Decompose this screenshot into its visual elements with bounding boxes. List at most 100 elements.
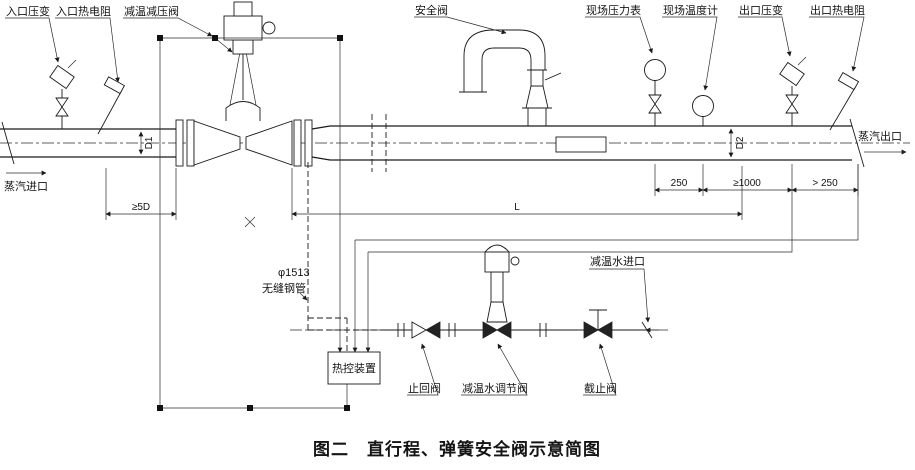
figure-caption: 图二 直行程、弹簧安全阀示意简图: [313, 439, 601, 459]
rtd-head: [103, 76, 126, 95]
inlet-rtd-symbol: [97, 76, 126, 135]
water-line: [290, 162, 668, 352]
gauge-valve: [648, 94, 662, 105]
leader-water-inlet: [589, 268, 651, 323]
leader-gauge: [585, 16, 653, 54]
check-valve-label: 止回阀: [408, 381, 441, 395]
gauge-label: 现场压力表: [586, 3, 641, 17]
signal-bus-left: [159, 37, 347, 409]
root-valve: [785, 94, 799, 105]
outlet-rtd-symbol: [829, 72, 860, 131]
leader-regulating-valve: [461, 343, 528, 396]
exhaust-elbow-inner: [481, 47, 532, 92]
inlet-flange: [186, 119, 195, 167]
regulating-valve-label: 减温水调节阀: [462, 381, 528, 395]
upstream-pipe: [0, 128, 176, 158]
outlet-rtd-label: 出口热电阻: [810, 3, 865, 17]
leader-outlet-rtd: [809, 16, 865, 72]
safety-valve-riser: [522, 107, 552, 126]
inlet-flange: [175, 119, 184, 167]
main-pipe: [0, 114, 910, 172]
steam-inlet-label: 蒸汽进口: [4, 179, 48, 193]
control-box: 热控装置: [327, 351, 381, 385]
valve-bonnet: [225, 101, 261, 121]
regulating-valve-symbol: [482, 321, 498, 339]
inlet-pt-label: 入口压变: [6, 4, 50, 18]
junction-node: [337, 35, 343, 41]
reducing-valve-symbol: [175, 1, 313, 167]
actuator-column: [232, 39, 254, 55]
junction-node: [247, 405, 253, 411]
extension-lines-right: [654, 164, 859, 196]
leader-lines: [5, 16, 865, 396]
inlet-rtd-label: 入口热电阻: [56, 5, 111, 18]
control-box-rect: [327, 351, 381, 385]
leader-reducing-valve: [123, 17, 213, 37]
leader-safety-valve: [414, 16, 507, 35]
regulating-valve-handwheel: [510, 256, 520, 266]
shutoff-valve-symbol: [597, 321, 613, 339]
dim-1000-text: ≥1000: [733, 178, 761, 189]
rtd-head: [837, 72, 860, 91]
steam-outlet-label: 蒸汽出口: [858, 129, 902, 143]
thermometer-label: 现场温度计: [663, 3, 718, 17]
pipe-right-break: [849, 118, 865, 168]
exhaust-elbow-outer: [463, 29, 546, 92]
dim-l-text: L: [514, 202, 520, 213]
outlet-flange: [293, 119, 302, 167]
check-valve-symbol: [411, 321, 427, 339]
root-valve: [55, 97, 69, 108]
control-box-label: 热控装置: [332, 361, 376, 375]
valve-yoke: [229, 51, 257, 106]
leader-pipe-spec: [299, 292, 308, 301]
safety-valve-body: [525, 85, 549, 109]
thermometer-dial: [692, 95, 714, 117]
regulating-valve-bonnet: [486, 301, 508, 323]
safety-valve-spring-housing: [530, 69, 544, 87]
leader-outlet-pt: [738, 16, 792, 57]
pipe-break-lines: [371, 114, 387, 172]
transmitter-antenna: [67, 59, 77, 69]
safety-valve-symbol: [459, 29, 562, 126]
dim-d1-text: D1: [144, 136, 155, 149]
actuator-top: [233, 1, 253, 17]
regulating-valve-symbol: [496, 321, 512, 339]
downstream-pipe: [311, 125, 852, 161]
actuator-handwheel: [262, 21, 276, 35]
pipe-material-label: 无缝钢管: [262, 281, 306, 295]
regulating-valve-stem: [490, 271, 504, 303]
thermometer-symbol: [692, 95, 714, 126]
signal-network: [157, 35, 859, 411]
safety-valve-lever: [527, 69, 562, 81]
x-mark: [244, 216, 256, 228]
safety-valve-label: 安全阀: [415, 3, 448, 17]
regulating-valve-actuator: [484, 251, 510, 273]
valve-body-left: [193, 120, 241, 166]
outlet-flange: [304, 119, 313, 167]
text-labels: 入口压变 入口热电阻 减温减压阀 安全阀 现场压力表 现场温度计 出口压变 出口…: [4, 3, 902, 395]
root-valve: [55, 106, 69, 117]
dim-d2-text: D2: [735, 136, 746, 149]
actuator-motor: [223, 15, 263, 41]
pressure-gauge-symbol: [644, 59, 666, 126]
root-valve: [785, 103, 799, 114]
rtd-probe: [97, 89, 123, 135]
check-valve-symbol: [425, 321, 441, 339]
water-flanges: [397, 323, 547, 337]
shutoff-valve-handle: [589, 309, 607, 330]
pipe-spec-label: φ1513: [278, 267, 310, 279]
junction-node: [344, 405, 350, 411]
gauge-valve: [648, 103, 662, 114]
junction-node: [212, 35, 218, 41]
junction-node: [157, 405, 163, 411]
regulating-valve-dome: [484, 244, 510, 253]
extension-lines-lower: [105, 166, 743, 220]
outlet-pt-label: 出口压变: [739, 3, 783, 17]
rtd-probe: [829, 85, 857, 131]
hidden-spray-pipe: [307, 162, 385, 331]
shutoff-valve-label: 截止阀: [584, 381, 617, 395]
dimension-texts: D1 D2 ≥5D L 250 ≥1000 > 250: [132, 136, 838, 213]
signal-loop-1: [355, 164, 859, 352]
